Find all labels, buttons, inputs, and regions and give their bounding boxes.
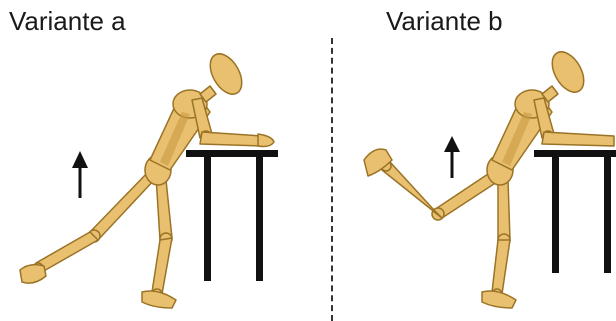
mannequin-figure xyxy=(364,46,614,308)
arrow-up-icon xyxy=(72,151,88,198)
variant-a-panel: Variante a xyxy=(0,0,330,321)
variant-b-illustration xyxy=(334,0,616,321)
variant-b-panel: Variante b xyxy=(334,0,616,321)
panel-divider xyxy=(331,38,333,321)
arrow-up-icon xyxy=(444,136,460,178)
table-icon xyxy=(186,150,278,281)
mannequin-figure xyxy=(20,48,274,308)
variant-a-illustration xyxy=(0,0,330,321)
table-icon xyxy=(534,150,616,273)
